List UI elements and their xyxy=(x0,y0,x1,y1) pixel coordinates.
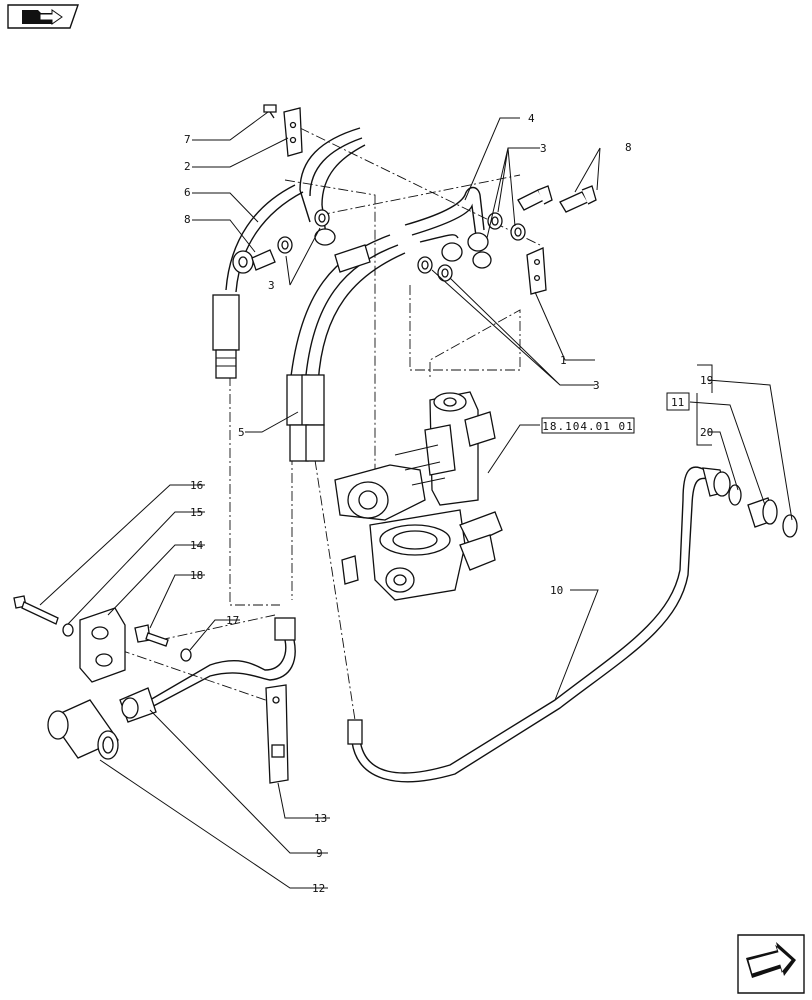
hose-5 xyxy=(286,234,406,462)
hose-6 xyxy=(212,184,304,379)
tube-4 xyxy=(404,186,492,269)
callout-2: 2 xyxy=(184,160,191,173)
folder-arrow-icon[interactable] xyxy=(7,4,79,29)
bracket-13 xyxy=(265,684,289,784)
leader-lines xyxy=(39,111,793,889)
callout-15: 15 xyxy=(190,506,203,519)
callout-11: 11 xyxy=(671,396,684,409)
bracket-1 xyxy=(526,247,547,295)
callout-8b: 8 xyxy=(625,141,632,154)
callout-14: 14 xyxy=(190,539,204,552)
next-page-arrow-icon[interactable] xyxy=(737,934,805,994)
callout-1: 1 xyxy=(560,354,567,367)
fittings-19-20 xyxy=(728,484,798,538)
callout-3c: 3 xyxy=(593,379,600,392)
reference-box[interactable]: 18.104.01 01 xyxy=(541,417,635,434)
callout-16: 16 xyxy=(190,479,203,492)
callout-12: 12 xyxy=(312,882,325,895)
bracket-2 xyxy=(263,104,303,157)
adapter-12 xyxy=(47,699,119,760)
callout-13: 13 xyxy=(314,812,327,825)
callout-labels: 1 2 3 3 3 4 5 6 7 8 8 9 10 11 12 13 14 1… xyxy=(184,112,713,895)
tube-9 xyxy=(119,617,296,723)
callout-7: 7 xyxy=(184,133,191,146)
callout-3a: 3 xyxy=(540,142,547,155)
callout-6: 6 xyxy=(184,186,191,199)
callout-18: 18 xyxy=(190,569,203,582)
callout-3b: 3 xyxy=(268,279,275,292)
valve-assembly xyxy=(334,391,503,601)
callout-19: 19 xyxy=(700,374,713,387)
washers-3 xyxy=(277,209,526,282)
clamp-assembly xyxy=(13,595,192,683)
callout-20: 20 xyxy=(700,426,713,439)
callout-17: 17 xyxy=(226,614,239,627)
callout-4: 4 xyxy=(528,112,535,125)
callout-9: 9 xyxy=(316,847,323,860)
callout-5: 5 xyxy=(238,426,245,439)
tube-2 xyxy=(299,127,366,246)
tube-10 xyxy=(347,466,731,783)
callout-8a: 8 xyxy=(184,213,191,226)
banjo-bolts-8 xyxy=(251,185,597,271)
callout-10: 10 xyxy=(550,584,563,597)
reference-code: 18.104.01 01 xyxy=(542,420,633,433)
